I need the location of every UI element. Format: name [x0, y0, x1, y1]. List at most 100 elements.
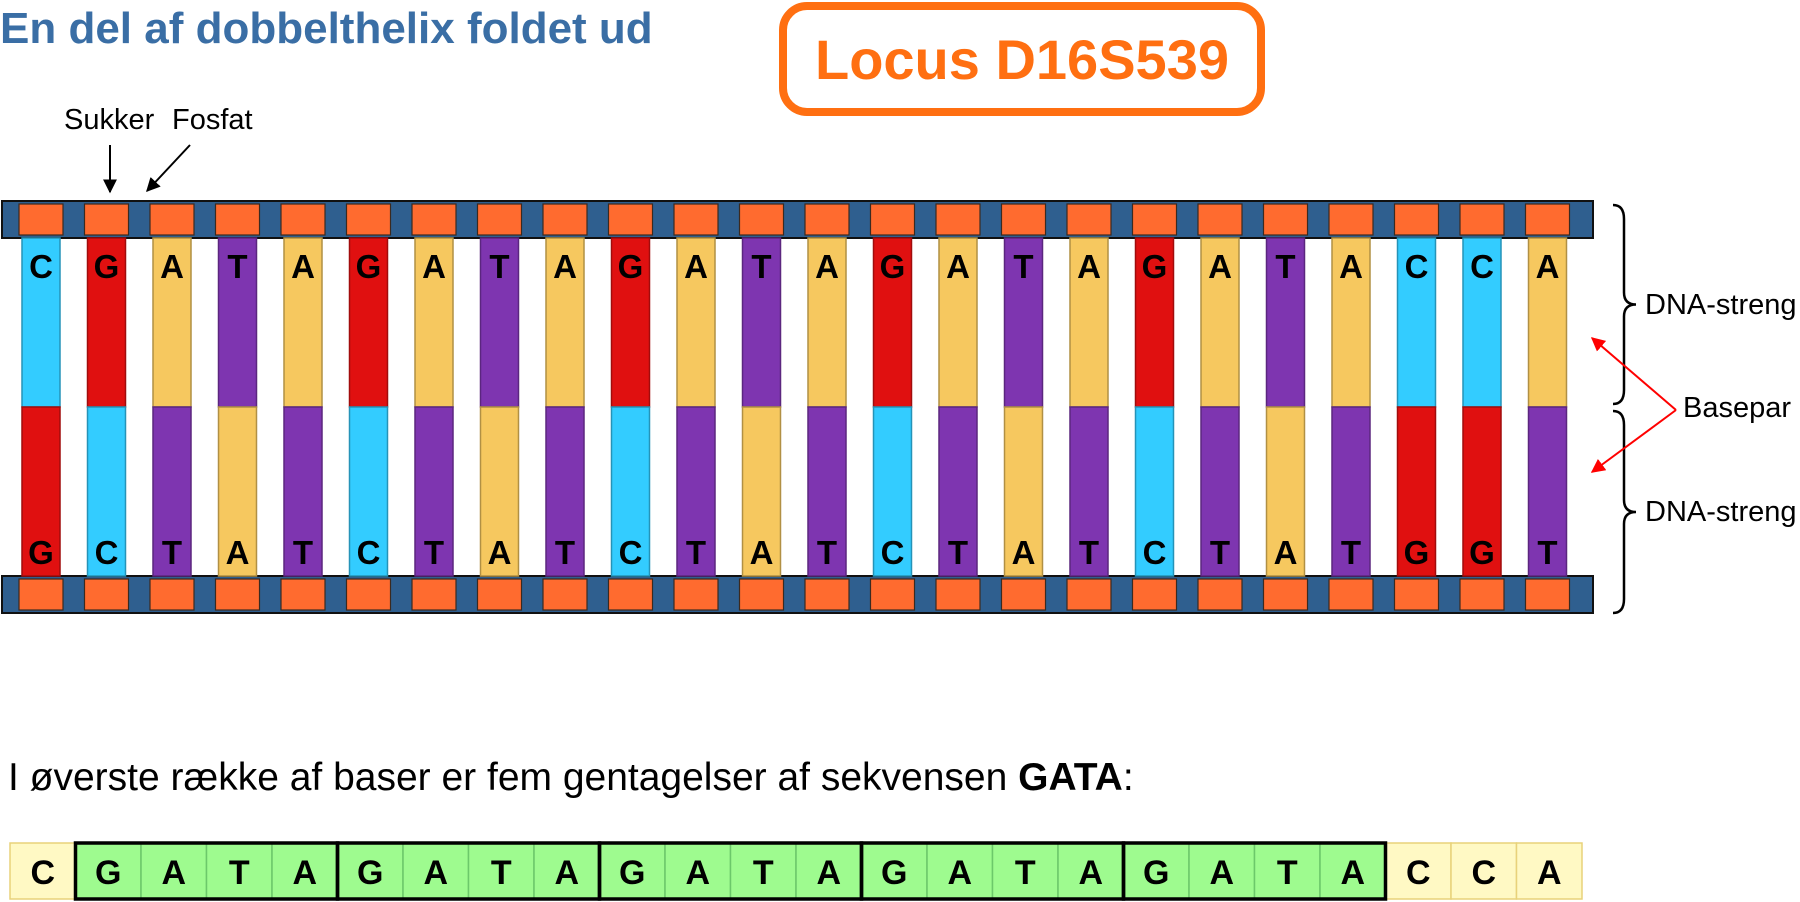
base-letter-bottom-3: A: [226, 534, 250, 571]
base-letter-top-19: T: [1275, 248, 1295, 285]
base-top-23: [1527, 237, 1568, 408]
base-letter-top-1: G: [94, 248, 120, 285]
base-letter-bottom-19: A: [1274, 534, 1298, 571]
sequence-letter-22: C: [1471, 854, 1496, 892]
base-bottom-4: [283, 406, 323, 577]
basepair-arrow-top: [1590, 337, 1677, 411]
phosphate-arrow: [146, 144, 191, 193]
sequence-letter-13: G: [881, 854, 907, 892]
sequence-cell-7: [467, 842, 535, 900]
sugar-bottom-4: [280, 578, 326, 611]
base-bottom-2: [152, 406, 192, 577]
sugar-top-23: [1524, 203, 1571, 236]
base-letter-top-13: G: [880, 248, 906, 285]
sugar-bottom-7: [476, 578, 523, 611]
base-bottom-23: [1527, 406, 1568, 577]
caption: I øverste række af baser er fem gentagel…: [8, 756, 1134, 800]
base-letter-top-22: C: [1470, 248, 1494, 285]
sugar-top-0: [18, 203, 64, 236]
sugar-bottom-19: [1262, 578, 1309, 611]
base-bottom-10: [676, 406, 716, 577]
sugar-bottom-8: [542, 578, 588, 611]
base-top-5: [348, 237, 389, 408]
base-letter-bottom-7: A: [488, 534, 512, 571]
base-top-21: [1396, 237, 1437, 408]
sugar-bottom-22: [1459, 578, 1505, 611]
base-letter-bottom-1: C: [95, 534, 119, 571]
base-top-16: [1069, 237, 1109, 408]
sequence-letter-5: G: [357, 854, 383, 892]
basepair-label: Basepar: [1683, 392, 1792, 424]
sequence-letter-12: A: [816, 854, 841, 892]
base-letter-bottom-9: C: [619, 534, 643, 571]
sugar-bottom-10: [673, 578, 719, 611]
sugar-bottom-3: [214, 578, 261, 611]
sugar-top-9: [607, 203, 654, 236]
sequence-letter-9: G: [619, 854, 645, 892]
sequence-letter-8: A: [554, 854, 579, 892]
base-bottom-17: [1134, 406, 1175, 577]
base-letter-top-2: A: [160, 248, 184, 285]
base-letter-bottom-13: C: [881, 534, 905, 571]
base-letter-top-10: A: [684, 248, 708, 285]
base-letter-bottom-21: G: [1404, 534, 1430, 571]
sequence-cell-5: [336, 842, 404, 900]
sugar-bottom-1: [83, 578, 130, 611]
base-letter-bottom-22: G: [1469, 534, 1495, 571]
base-top-22: [1462, 237, 1502, 408]
sugar-top-21: [1393, 203, 1440, 236]
sugar-bottom-5: [345, 578, 392, 611]
sequence-letter-19: T: [1277, 854, 1298, 892]
sequence-letter-17: G: [1143, 854, 1169, 892]
sequence-letter-16: A: [1078, 854, 1103, 892]
base-top-15: [1003, 237, 1044, 408]
base-letter-top-12: A: [815, 248, 839, 285]
sugar-bottom-2: [149, 578, 195, 611]
sugar-bottom-23: [1524, 578, 1571, 611]
base-letter-top-11: T: [751, 248, 771, 285]
base-letter-bottom-17: C: [1143, 534, 1167, 571]
sugar-top-12: [804, 203, 850, 236]
sequence-letter-4: A: [292, 854, 317, 892]
base-letter-bottom-12: T: [817, 534, 837, 571]
base-bottom-21: [1396, 406, 1437, 577]
base-bottom-19: [1265, 406, 1306, 577]
base-letter-top-8: A: [553, 248, 577, 285]
base-letter-bottom-15: A: [1012, 534, 1036, 571]
locus-label: Locus D16S539: [815, 27, 1229, 91]
base-letter-top-15: T: [1013, 248, 1033, 285]
sequence-cell-2: [140, 842, 208, 900]
sequence-letter-21: C: [1406, 854, 1431, 892]
basepair-arrow-bottom: [1590, 409, 1677, 473]
sequence-letter-6: A: [423, 854, 448, 892]
sequence-letter-3: T: [229, 854, 250, 892]
base-letter-top-20: A: [1339, 248, 1363, 285]
sequence-letter-15: T: [1015, 854, 1036, 892]
sequence-letter-0: C: [30, 854, 55, 892]
base-top-20: [1331, 237, 1371, 408]
sequence-letter-10: A: [685, 854, 710, 892]
brace-bottom: [1612, 409, 1637, 615]
base-bottom-12: [807, 406, 847, 577]
sequence-cell-12: [795, 842, 863, 900]
sugar-bottom-21: [1393, 578, 1440, 611]
sequence-cell-6: [402, 842, 470, 900]
base-bottom-9: [610, 406, 651, 577]
sugar-top-4: [280, 203, 326, 236]
sugar-top-19: [1262, 203, 1309, 236]
base-letter-top-16: A: [1077, 248, 1101, 285]
sequence-cell-1: [74, 842, 142, 900]
base-bottom-0: [21, 406, 61, 577]
sugar-top-17: [1131, 203, 1178, 236]
base-letter-bottom-0: G: [28, 534, 54, 571]
sugar-bottom-9: [607, 578, 654, 611]
base-bottom-16: [1069, 406, 1109, 577]
sugar-bottom-17: [1131, 578, 1178, 611]
base-letter-top-18: A: [1208, 248, 1232, 285]
base-letter-top-6: A: [422, 248, 446, 285]
sugar-top-14: [935, 203, 981, 236]
base-top-9: [610, 237, 651, 408]
base-top-12: [807, 237, 847, 408]
sequence-cell-23: [1515, 842, 1583, 900]
repeat-box-4: [1121, 841, 1388, 901]
